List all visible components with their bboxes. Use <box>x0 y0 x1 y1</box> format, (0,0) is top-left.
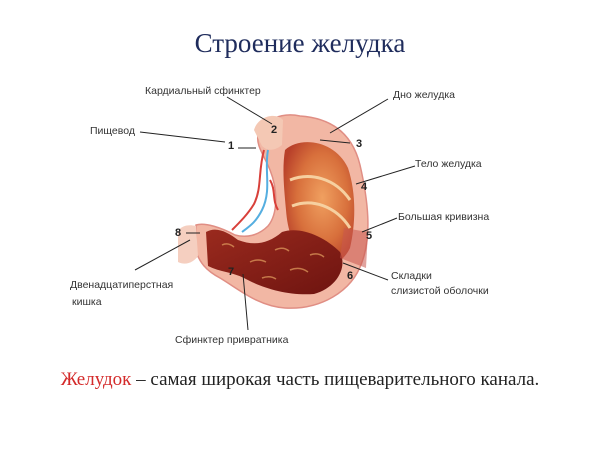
label-duodenum-2: кишка <box>72 296 102 308</box>
label-body: Тело желудка <box>415 158 482 170</box>
label-mucosal-folds-1: Складки <box>391 270 432 282</box>
label-greater-curvature: Большая кривизна <box>398 211 490 223</box>
marker-5: 5 <box>366 230 373 242</box>
caption-highlight: Желудок <box>60 369 132 390</box>
marker-8: 8 <box>175 227 182 239</box>
label-mucosal-folds-2: слизистой оболочки <box>391 285 489 297</box>
caption: Желудок – самая широкая часть пищеварите… <box>20 366 580 393</box>
page-title: Строение желудка <box>194 28 406 58</box>
marker-4: 4 <box>361 181 368 193</box>
label-esophagus: Пищевод <box>90 125 135 137</box>
marker-2: 2 <box>271 124 278 136</box>
label-pyloric-sphincter: Сфинктер привратника <box>175 334 289 346</box>
label-duodenum-1: Двенадцатиперстная <box>70 279 174 291</box>
marker-3: 3 <box>356 138 363 150</box>
caption-text: – самая широкая часть пищеварительного к… <box>131 369 540 390</box>
marker-7: 7 <box>228 266 235 278</box>
label-cardiac-sphincter: Кардиальный сфинктер <box>145 85 261 97</box>
marker-1: 1 <box>228 140 235 152</box>
label-fundus: Дно желудка <box>393 89 456 101</box>
marker-6: 6 <box>347 270 354 282</box>
